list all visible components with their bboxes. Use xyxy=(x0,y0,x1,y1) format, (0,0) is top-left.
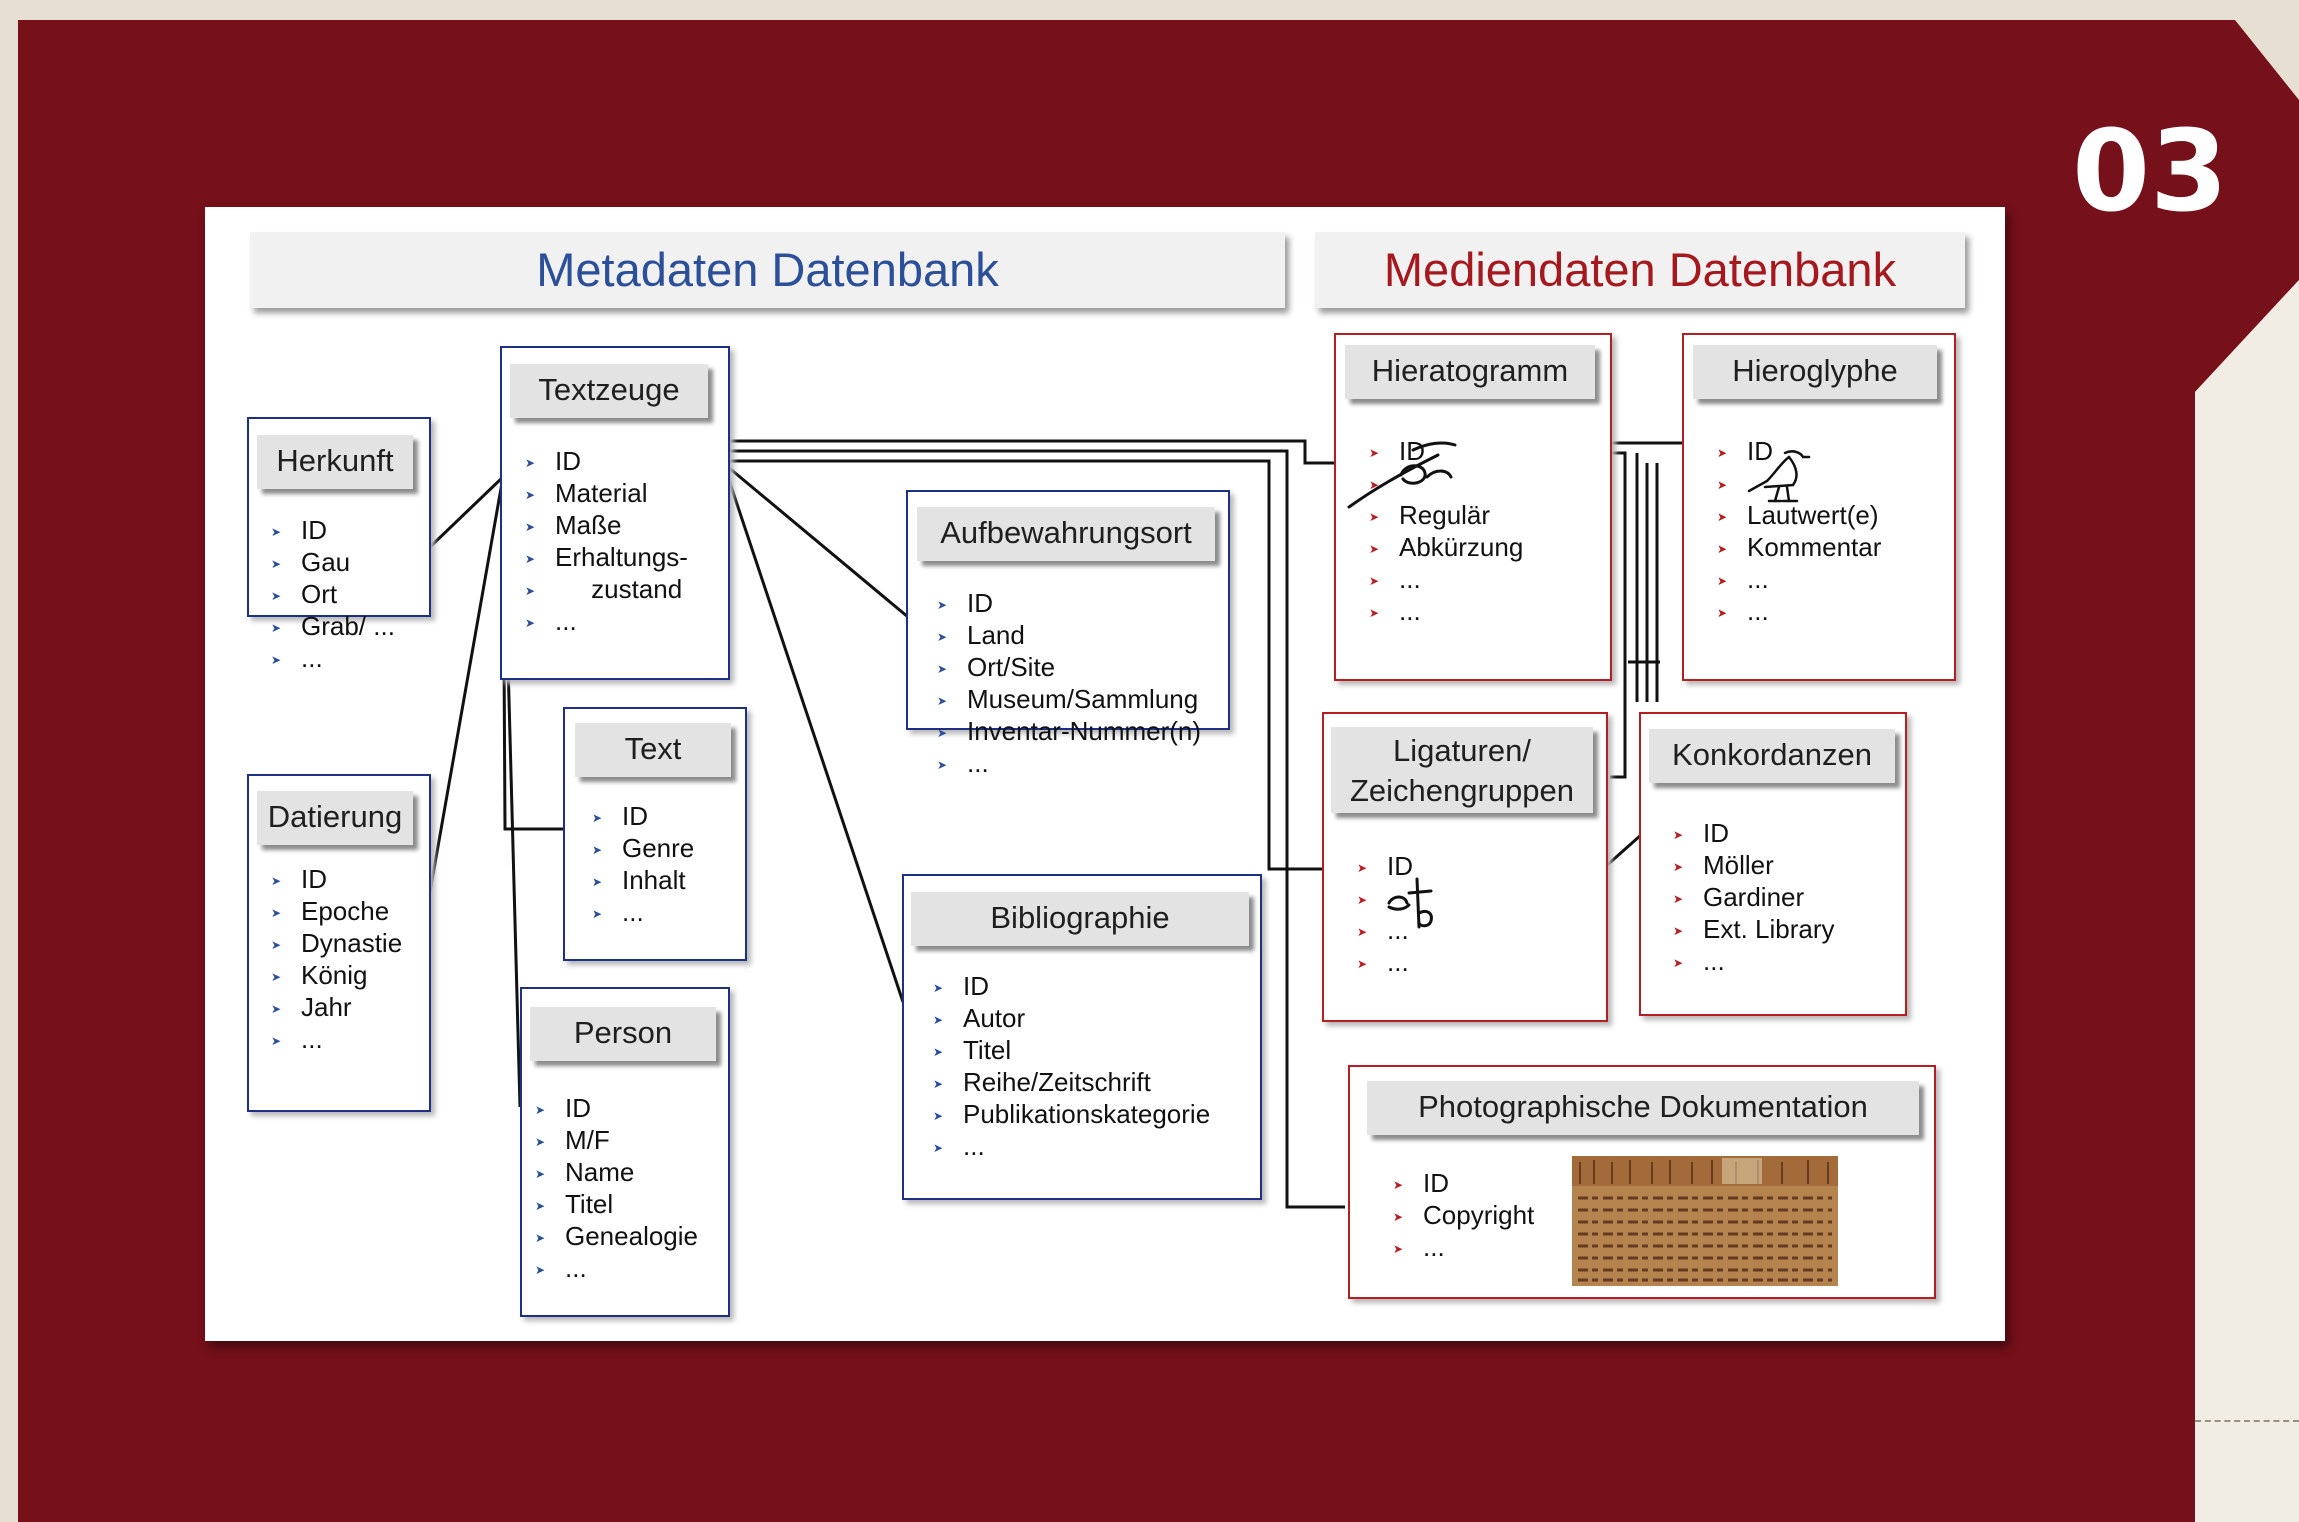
konkordanzen-header: Konkordanzen xyxy=(1649,729,1895,783)
person-fields: ID M/F Name Titel Genealogie ... xyxy=(535,1092,698,1284)
field-item: Epoche xyxy=(271,895,402,927)
textzeuge-header: Textzeuge xyxy=(510,364,708,418)
field-item: König xyxy=(271,959,402,991)
field-item: Museum/Sammlung xyxy=(937,683,1201,715)
field-item: ... xyxy=(1717,595,1881,627)
field-item: Ort/Site xyxy=(937,651,1201,683)
papyrus-photo xyxy=(1572,1156,1838,1286)
field-item: ID xyxy=(271,863,402,895)
field-item: ID xyxy=(592,800,694,832)
field-item: Reihe/Zeitschrift xyxy=(933,1066,1210,1098)
field-item: ... xyxy=(1369,563,1523,595)
field-item: Kommentar xyxy=(1717,531,1881,563)
field-item: ... xyxy=(1717,563,1881,595)
field-item: ... xyxy=(1357,914,1413,946)
chevron-edge xyxy=(2195,20,2299,1522)
person-header: Person xyxy=(530,1007,716,1061)
field-item: Genealogie xyxy=(535,1220,698,1252)
ligaturen-title-line2: Zeichengruppen xyxy=(1349,773,1575,808)
field-item: M/F xyxy=(535,1124,698,1156)
field-item: ... xyxy=(1673,945,1835,977)
hieratogramm-fields: ID Regulär Abkürzung ... ... xyxy=(1369,435,1523,627)
field-item: ID xyxy=(535,1092,698,1124)
field-item: Autor xyxy=(933,1002,1210,1034)
field-item: ... xyxy=(535,1252,698,1284)
ligature-sign-icon xyxy=(1387,877,1433,929)
field-item: Lautwert(e) xyxy=(1717,499,1881,531)
text-header: Text xyxy=(575,723,731,777)
hieratogramm-header: Hieratogramm xyxy=(1345,345,1595,399)
field-item: ... xyxy=(1357,946,1413,978)
field-item: Erhaltungs- xyxy=(525,541,688,573)
bird-hieroglyph-icon xyxy=(1747,450,1811,503)
field-item: Maße xyxy=(525,509,688,541)
field-item: ... xyxy=(1369,595,1523,627)
field-item: ID xyxy=(525,445,688,477)
aufbewahrungsort-header: Aufbewahrungsort xyxy=(917,507,1215,561)
ligaturen-header: Ligaturen/ Zeichengruppen xyxy=(1331,727,1593,813)
herkunft-fields: ID Gau Ort Grab/ ... ... xyxy=(271,514,395,674)
field-item: ID xyxy=(933,970,1210,1002)
field-item: Titel xyxy=(535,1188,698,1220)
field-item: ... xyxy=(933,1130,1210,1162)
aufbewahrungsort-fields: ID Land Ort/Site Museum/Sammlung Inventa… xyxy=(937,587,1201,779)
field-item: Ort xyxy=(271,578,395,610)
field-item: Land xyxy=(937,619,1201,651)
field-item: Inventar-Nummer(n) xyxy=(937,715,1201,747)
field-item: Copyright xyxy=(1393,1199,1534,1231)
field-item: Inhalt xyxy=(592,864,694,896)
papyrus-texture xyxy=(1572,1156,1838,1286)
field-item: Genre xyxy=(592,832,694,864)
photo-doku-fields: ID Copyright ... xyxy=(1393,1167,1534,1263)
field-item: Grab/ ... xyxy=(271,610,395,642)
connector-lines xyxy=(428,439,1685,1209)
page-number: 03 xyxy=(2072,107,2228,237)
field-item: Gardiner xyxy=(1673,881,1835,913)
diagram-slide: Metadaten Datenbank Mediendaten Datenban… xyxy=(205,207,2005,1341)
metadata-db-title: Metadaten Datenbank xyxy=(250,232,1285,308)
text-fields: ID Genre Inhalt ... xyxy=(592,800,694,928)
hieratic-sign-icon xyxy=(1347,441,1457,509)
hieroglyphe-fields: ID Lautwert(e) Kommentar ... ... xyxy=(1717,435,1881,627)
field-item: ... xyxy=(592,896,694,928)
field-item: Möller xyxy=(1673,849,1835,881)
herkunft-header: Herkunft xyxy=(257,435,413,489)
field-item: ... xyxy=(271,1023,402,1055)
field-item: Material xyxy=(525,477,688,509)
field-item: ... xyxy=(271,642,395,674)
field-item: ... xyxy=(1393,1231,1534,1263)
field-item: ID xyxy=(1717,435,1881,467)
field-item: ID xyxy=(1673,817,1835,849)
field-item: Ext. Library xyxy=(1673,913,1835,945)
field-item: Abkürzung xyxy=(1369,531,1523,563)
field-item: Jahr xyxy=(271,991,402,1023)
field-item: Gau xyxy=(271,546,395,578)
field-item: ID xyxy=(1393,1167,1534,1199)
bibliographie-fields: ID Autor Titel Reihe/Zeitschrift Publika… xyxy=(933,970,1210,1162)
konkordanzen-fields: ID Möller Gardiner Ext. Library ... xyxy=(1673,817,1835,977)
textzeuge-fields: ID Material Maße Erhaltungs- zustand ... xyxy=(525,445,688,637)
datierung-fields: ID Epoche Dynastie König Jahr ... xyxy=(271,863,402,1055)
field-item: ID xyxy=(937,587,1201,619)
field-item: zustand xyxy=(525,573,688,605)
media-db-title: Mediendaten Datenbank xyxy=(1315,232,1965,308)
field-item: Titel xyxy=(933,1034,1210,1066)
dotted-divider xyxy=(2195,1420,2299,1422)
field-item: ID xyxy=(271,514,395,546)
field-item: Dynastie xyxy=(271,927,402,959)
field-item: Name xyxy=(535,1156,698,1188)
field-item: ... xyxy=(937,747,1201,779)
field-item: Regulär xyxy=(1369,499,1523,531)
field-item: ... xyxy=(525,605,688,637)
ligaturen-fields: ID ... ... xyxy=(1357,850,1413,978)
ligaturen-title-line1: Ligaturen/ xyxy=(1393,733,1531,768)
photo-doku-header: Photographische Dokumentation xyxy=(1367,1081,1919,1135)
datierung-header: Datierung xyxy=(257,791,413,845)
field-item: ID xyxy=(1357,850,1413,882)
field-item: Publikationskategorie xyxy=(933,1098,1210,1130)
bibliographie-header: Bibliographie xyxy=(911,892,1249,946)
hieroglyphe-header: Hieroglyphe xyxy=(1693,345,1937,399)
